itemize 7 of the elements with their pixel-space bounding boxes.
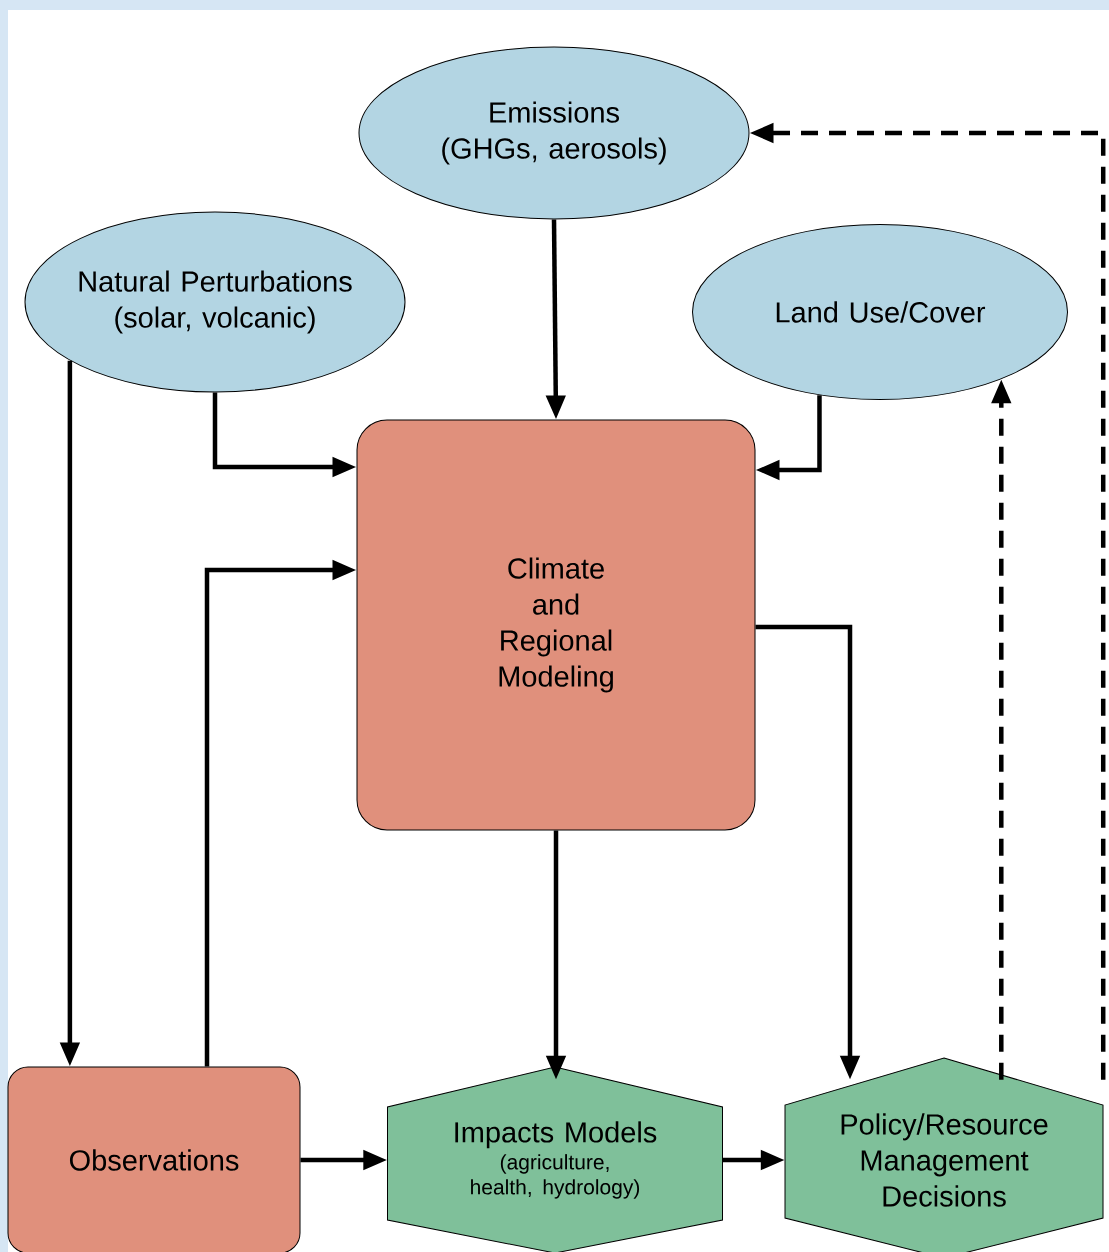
hexagon-node: Policy/Resource Management Decisions	[784, 1057, 1104, 1252]
hexagon-node: Impacts Models (agriculture, health, hydrology)	[387, 1066, 723, 1252]
ellipse-node: Land Use/Cover	[692, 224, 1068, 400]
ellipse-node: Emissions (GHGs, aerosols)	[358, 46, 750, 220]
process-box: Observations	[7, 1066, 301, 1252]
process-box: Climate and Regional Modeling	[356, 419, 756, 831]
ellipse-node: Natural Perturbations (solar, volcanic)	[24, 211, 406, 393]
